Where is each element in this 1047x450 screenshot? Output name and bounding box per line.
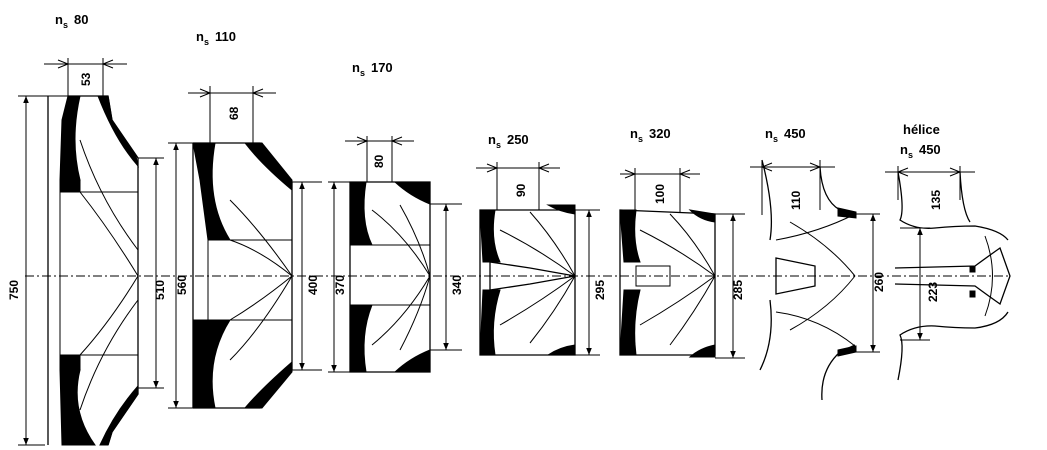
width-dim: 135 [929, 190, 943, 210]
width-dim: 53 [79, 72, 93, 86]
outer-diameter-dim: 370 [333, 275, 347, 295]
eye-diameter-dim: 223 [926, 282, 940, 302]
eye-diameter-dim: 285 [731, 280, 745, 300]
width-dim: 80 [372, 154, 386, 168]
eye-diameter-dim: 400 [306, 275, 320, 295]
width-dim: 68 [227, 106, 241, 120]
eye-diameter-dim: 260 [872, 272, 886, 292]
outer-diameter-dim: 560 [175, 275, 189, 295]
helice-title: hélice [903, 122, 940, 137]
outer-diameter-dim: 750 [7, 280, 21, 300]
eye-diameter-dim: 340 [450, 275, 464, 295]
eye-diameter-dim: 510 [153, 280, 167, 300]
width-dim: 100 [653, 184, 667, 204]
eye-diameter-dim: 295 [593, 280, 607, 300]
width-dim: 90 [514, 183, 528, 197]
width-dim: 110 [789, 190, 803, 210]
